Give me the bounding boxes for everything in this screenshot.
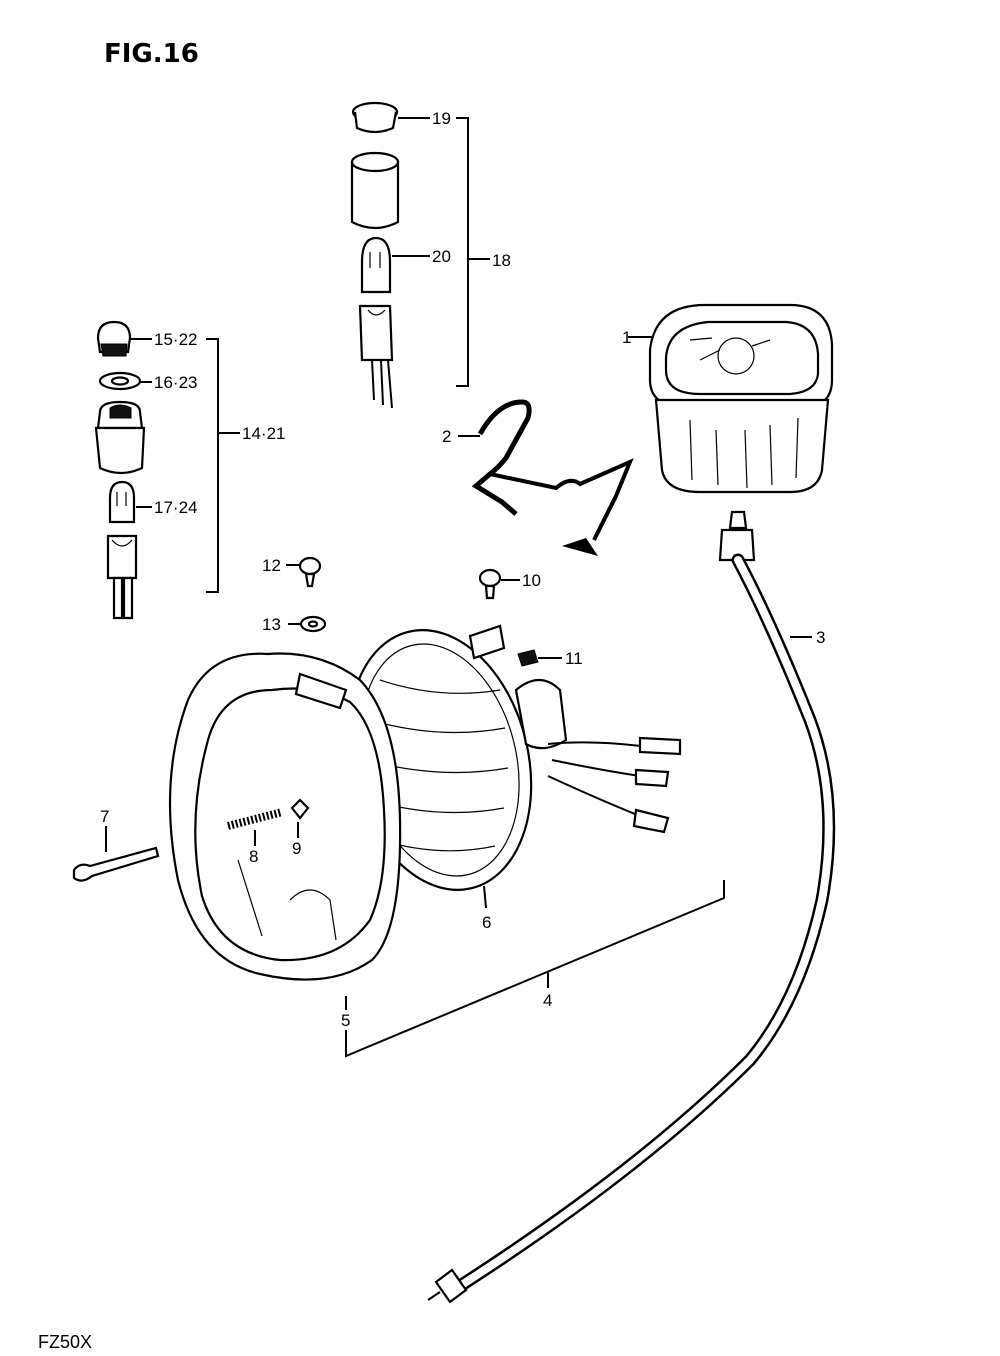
screw-12 — [286, 556, 322, 588]
nut-9 — [290, 798, 310, 838]
callout-4: 4 — [543, 991, 552, 1010]
callout-9: 9 — [292, 839, 301, 858]
housing-14-21 — [94, 426, 146, 475]
callout-7: 7 — [100, 807, 109, 826]
callout-13: 13 — [262, 615, 281, 634]
callout-14-21: 14·21 — [242, 424, 285, 443]
callout-15-22: 15·22 — [154, 330, 197, 349]
indicator-lamp-assembly — [94, 320, 240, 620]
callout-labels: 19 20 18 15·22 16·23 14·21 17·24 1 2 3 1… — [100, 109, 825, 1030]
callout-17-24: 17·24 — [154, 498, 197, 517]
callout-5: 5 — [341, 1011, 350, 1030]
callout-18: 18 — [492, 251, 511, 270]
speedometer-1 — [628, 303, 834, 494]
callout-10: 10 — [522, 571, 541, 590]
socket-housing — [350, 160, 400, 230]
bulb-holder — [358, 304, 394, 362]
callout-3: 3 — [816, 628, 825, 647]
figure-footer: FZ50X — [38, 1332, 92, 1352]
bracket-2 — [458, 399, 634, 556]
screw-7 — [72, 826, 160, 882]
screw-10 — [478, 568, 520, 600]
figure-title: FIG.16 — [104, 39, 199, 69]
assembly-bracket-4 — [345, 880, 725, 1058]
callout-16-23: 16·23 — [154, 373, 197, 392]
callout-19: 19 — [432, 109, 451, 128]
bulb-17-24 — [108, 480, 136, 524]
callout-8: 8 — [249, 847, 258, 866]
speedometer-cable-3 — [427, 510, 836, 1304]
washer-13 — [288, 615, 327, 633]
callout-12: 12 — [262, 556, 281, 575]
callout-20: 20 — [432, 247, 451, 266]
bulb-20 — [360, 236, 392, 294]
callout-2: 2 — [442, 427, 451, 446]
nut-11 — [517, 649, 562, 667]
callout-6: 6 — [482, 913, 491, 932]
callout-11: 11 — [565, 649, 583, 668]
callout-1: 1 — [622, 328, 631, 347]
holder-14-21 — [106, 534, 138, 580]
headlamp-rim-5 — [168, 652, 402, 981]
spring-8 — [226, 808, 284, 846]
pilot-lamp-assembly — [350, 101, 490, 409]
